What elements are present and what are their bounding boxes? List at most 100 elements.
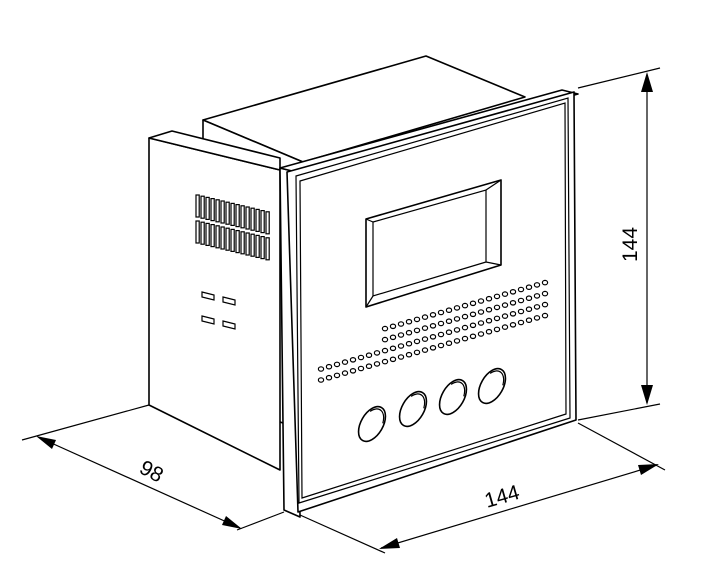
indicator-dot	[397, 343, 405, 349]
display-bevel	[365, 218, 374, 223]
vent-slot	[210, 224, 215, 248]
indicator-dot	[477, 298, 485, 304]
indicator-dot	[437, 309, 445, 316]
width-dimension: 144	[299, 422, 666, 554]
extension-line	[577, 67, 661, 89]
indicator-dot	[477, 309, 485, 315]
indicator-dot	[445, 318, 453, 325]
indicator-dot	[325, 374, 333, 381]
indicator-dot	[381, 347, 389, 354]
indicator-dot	[533, 293, 541, 299]
vent-slot	[200, 195, 205, 219]
indicator-leds	[201, 291, 236, 330]
indicator-dot	[469, 300, 477, 307]
indicator-dot	[541, 312, 549, 319]
indicator-dot	[509, 310, 517, 317]
extension-line	[21, 404, 150, 441]
front-bezel	[279, 89, 579, 518]
indicator-dot	[333, 372, 341, 379]
indicator-dot	[437, 320, 445, 327]
extension-line	[299, 514, 386, 554]
indicator-dot	[485, 317, 493, 324]
indicator-dot	[525, 295, 533, 302]
indicator-dot	[373, 361, 381, 367]
indicator-dot	[341, 370, 349, 376]
vent-slot	[250, 233, 255, 257]
led-slot	[222, 320, 236, 330]
vent-slot	[255, 234, 260, 258]
indicator-dot	[541, 279, 549, 286]
indicator-dot	[421, 347, 429, 353]
arrow-head	[641, 385, 653, 405]
vent-slot	[250, 207, 255, 231]
vent-slot	[215, 225, 220, 249]
vent-slot	[255, 208, 260, 232]
dimension-line	[37, 436, 241, 529]
indicator-dot	[405, 329, 413, 336]
indicator-dot	[453, 305, 461, 311]
indicator-dot	[317, 377, 325, 383]
indicator-dot	[429, 333, 437, 340]
front-button	[477, 367, 507, 405]
vent-slot	[215, 199, 220, 223]
dimension-line	[380, 464, 658, 549]
indicator-dot	[461, 302, 469, 309]
indicator-dot	[405, 340, 413, 347]
indicator-dot	[525, 284, 533, 291]
front-face-inner-border	[295, 97, 571, 504]
vent-slot	[195, 194, 200, 218]
indicator-dot	[445, 340, 453, 347]
vent-slot	[240, 231, 245, 255]
indicator-dot	[389, 334, 397, 341]
height-dimension: 144	[577, 67, 661, 421]
indicator-dot	[405, 351, 413, 358]
indicator-dot	[493, 326, 501, 333]
indicator-dot	[493, 304, 501, 311]
indicator-dot	[349, 367, 357, 374]
vent-slot	[265, 211, 270, 235]
indicator-dot	[437, 331, 445, 338]
indicator-dot	[525, 306, 533, 313]
indicator-dot	[461, 313, 469, 320]
display-bevel	[365, 295, 374, 308]
indicator-dot	[501, 291, 509, 297]
indicator-dot	[485, 328, 493, 335]
vent-slot	[200, 221, 205, 245]
vent-slot	[205, 196, 210, 220]
vent-slot	[235, 204, 240, 228]
indicator-dot	[429, 311, 437, 318]
width-label: 144	[482, 481, 522, 513]
display-bevel	[485, 179, 502, 191]
side-panel-top-edge	[148, 130, 281, 171]
front-face	[286, 91, 577, 513]
indicator-dot	[541, 301, 549, 308]
indicator-dot	[501, 313, 509, 319]
indicator-dot	[509, 321, 517, 328]
vent-slot	[245, 232, 250, 256]
extension-line	[577, 422, 666, 471]
vent-slot	[260, 236, 265, 260]
arrow-head	[638, 464, 659, 475]
indicator-dot	[509, 299, 517, 306]
indicator-dot	[389, 345, 397, 352]
indicator-dot	[477, 320, 485, 326]
vent-slot	[230, 202, 235, 226]
indicator-dot	[517, 286, 525, 293]
front-face-inner-border-2	[299, 102, 567, 499]
side-panel-face	[148, 137, 281, 471]
indicator-dot	[541, 290, 549, 297]
indicator-dot	[381, 336, 389, 343]
extension-line	[577, 403, 661, 421]
indicator-dot	[477, 331, 485, 337]
indicator-dot	[349, 356, 357, 363]
indicator-dot	[445, 329, 453, 336]
indicator-dot	[389, 323, 397, 330]
indicator-dot	[421, 314, 429, 320]
indicator-dot	[317, 366, 325, 372]
indicator-dot	[405, 318, 413, 325]
indicator-dot	[469, 333, 477, 340]
indicator-dot	[421, 325, 429, 331]
indicator-dot	[413, 327, 421, 334]
front-button	[357, 405, 387, 443]
